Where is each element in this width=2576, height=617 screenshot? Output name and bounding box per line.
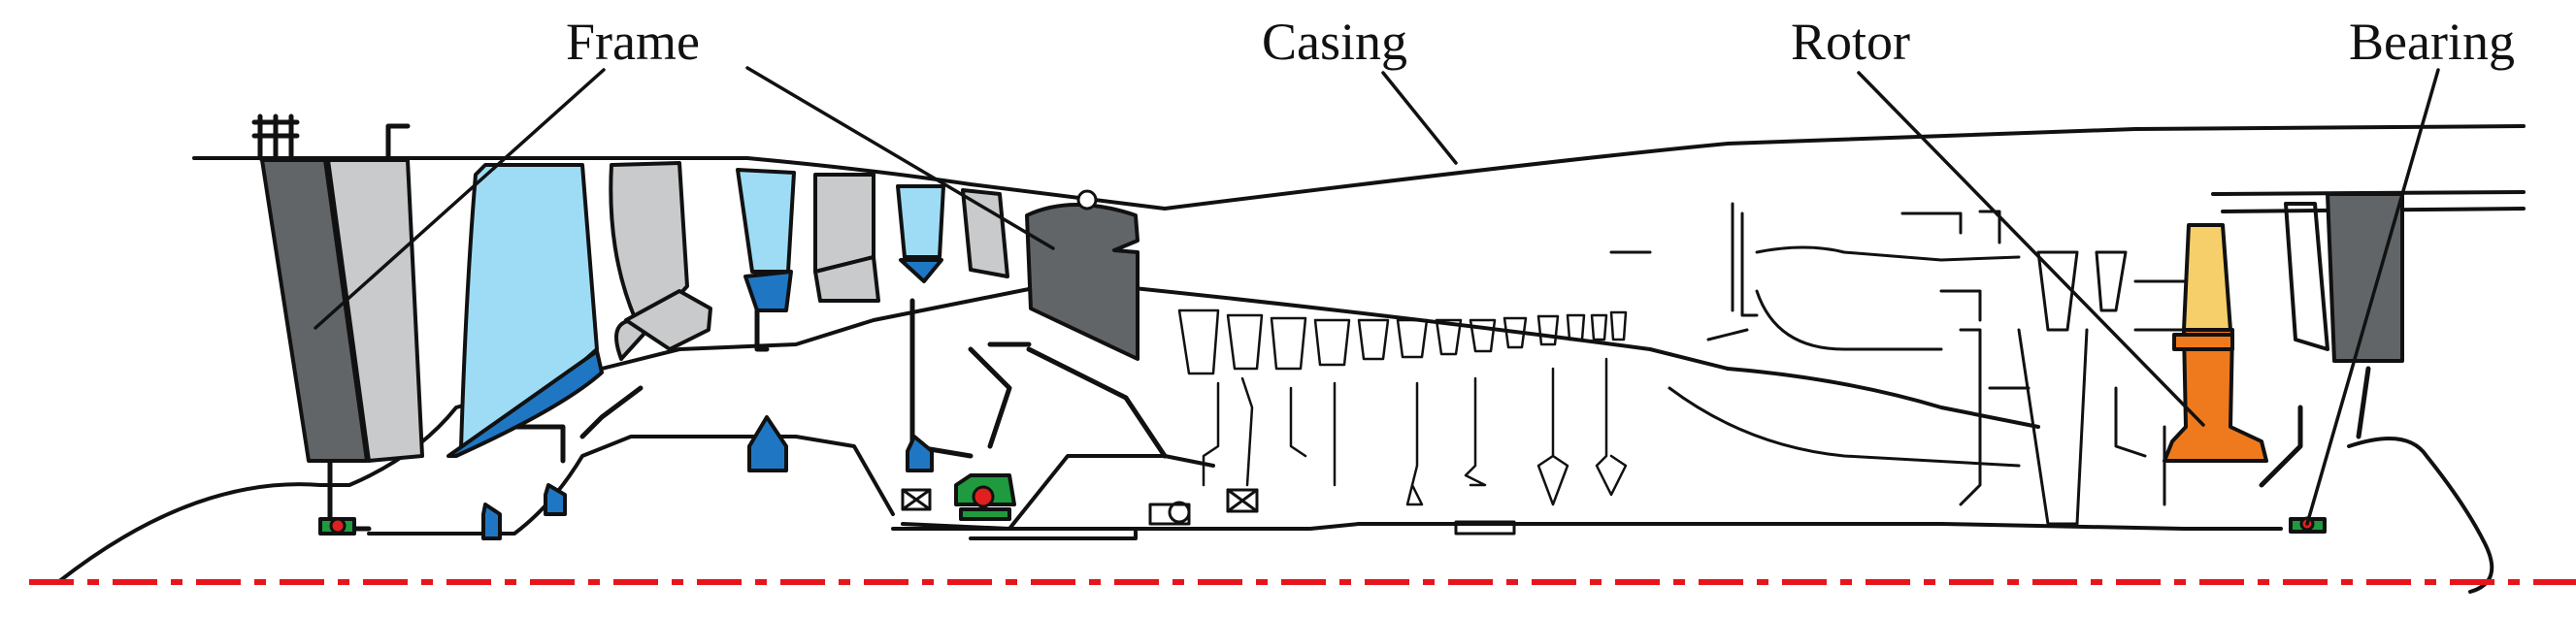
fan-disk-bolt	[544, 483, 567, 516]
booster-blade-2-root	[899, 258, 943, 283]
turbine-root-detail	[2172, 333, 2234, 351]
booster-blade-1	[736, 168, 796, 274]
turbine-blade	[2182, 223, 2232, 332]
leader-bearing	[2305, 68, 2440, 526]
booster-blade-1-pin	[747, 415, 788, 472]
intermediate-frame	[1025, 203, 1139, 361]
booster-vane-4	[961, 188, 1009, 278]
rear-vane	[2284, 202, 2329, 351]
leader-lines	[314, 66, 2440, 526]
rotor-label: Rotor	[1791, 13, 1911, 71]
leader-casing	[1381, 71, 1458, 165]
booster-blade-2-pin	[906, 435, 934, 472]
booster-vane-3-base	[813, 255, 880, 303]
booster-blade-1-root	[743, 270, 793, 312]
inlet-probe-marks	[251, 114, 411, 163]
fan-root-pin	[481, 503, 502, 540]
turbine-disk	[2163, 328, 2268, 463]
frame-label: Frame	[566, 13, 700, 71]
booster-blade-2	[896, 184, 945, 259]
booster-vane-2	[624, 289, 712, 351]
bearing-base-mid	[959, 507, 1011, 521]
rear-frame	[2326, 192, 2404, 363]
support-boxes	[901, 488, 1516, 536]
inlet-guide-vane	[326, 158, 424, 463]
shaft-line-2	[901, 454, 1215, 531]
bearing-ball-mid	[972, 485, 995, 508]
bearing-label: Bearing	[2349, 13, 2515, 71]
leader-frame-left	[314, 68, 606, 330]
turbine-stages-outline	[1939, 250, 2196, 526]
booster-vane-3	[813, 173, 875, 274]
shaft-line-1	[367, 435, 895, 536]
compressor-stages	[1177, 308, 1628, 506]
leader-frame-right	[745, 66, 1055, 250]
casing-outer-line	[192, 124, 2526, 211]
combustor	[1609, 202, 2021, 468]
bearing-ball-left	[329, 517, 347, 535]
casing-label: Casing	[1262, 13, 1408, 71]
exhaust-curve	[2347, 437, 2494, 594]
frame-mount-hole	[1076, 189, 1098, 211]
shaft-bottom	[969, 530, 1138, 540]
leader-rotor	[1857, 71, 2205, 427]
fan-blade-root	[446, 349, 604, 458]
low-shaft	[891, 522, 2283, 531]
